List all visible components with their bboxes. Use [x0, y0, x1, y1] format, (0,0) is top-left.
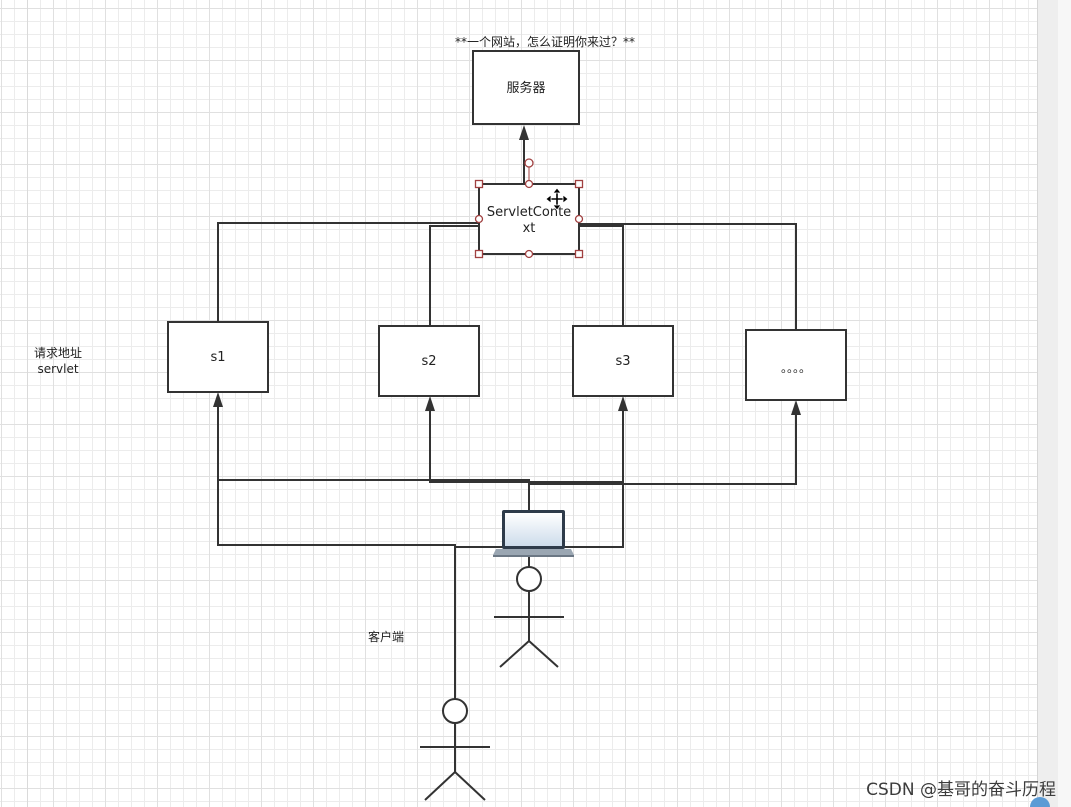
- node-s1[interactable]: s1: [167, 321, 269, 393]
- node-server[interactable]: 服务器: [472, 50, 580, 125]
- diagram-title[interactable]: **一个网站，怎么证明你来过？**: [455, 34, 635, 49]
- node-s2[interactable]: s2: [378, 325, 480, 397]
- resize-handle-nw[interactable]: [474, 179, 484, 189]
- node-box: [745, 329, 847, 401]
- node-box: [472, 50, 580, 125]
- node-label: s2: [421, 354, 436, 369]
- actor-head: [442, 698, 468, 724]
- node-label-line-2: xt: [523, 221, 536, 236]
- resize-handle-e[interactable]: [574, 214, 584, 224]
- edge-servletcontext-to-more[interactable]: [579, 223, 797, 330]
- right-scroll-gutter[interactable]: [1037, 0, 1058, 807]
- arrowhead-s1: [213, 392, 223, 407]
- node-s3[interactable]: s3: [572, 325, 674, 397]
- label-line-2: servlet: [37, 362, 78, 376]
- node-label: 服务器: [506, 80, 545, 96]
- edge-laptop-to-s3[interactable]: [528, 410, 624, 510]
- actor-body: [420, 723, 490, 801]
- resize-handle-w[interactable]: [474, 214, 484, 224]
- watermark: CSDN @基哥的奋斗历程: [866, 780, 1056, 800]
- label-request-address[interactable]: 请求地址 servlet: [34, 346, 82, 376]
- resize-handle-ne[interactable]: [574, 179, 584, 189]
- arrowhead-s3: [618, 396, 628, 411]
- edge-servletcontext-to-server[interactable]: [519, 125, 529, 184]
- arrowhead: [519, 125, 529, 140]
- node-box: [572, 325, 674, 397]
- edge-client-to-s1[interactable]: [217, 406, 456, 699]
- resize-handle-s[interactable]: [524, 249, 534, 259]
- selection-handles[interactable]: [474, 158, 584, 259]
- edge-laptop-to-more[interactable]: [528, 414, 797, 510]
- page-border: [27, 0, 28, 807]
- node-label: 。。。。: [781, 361, 811, 375]
- label-client[interactable]: 客户端: [368, 629, 404, 644]
- arrowhead-s2: [425, 396, 435, 411]
- edge-servletcontext-to-s3[interactable]: [579, 225, 624, 326]
- label-line-1: 请求地址: [34, 346, 82, 360]
- actor-icon-upper[interactable]: [494, 557, 564, 668]
- actor-body: [494, 591, 564, 668]
- rotate-handle[interactable]: [524, 158, 534, 168]
- move-cursor-icon: [545, 187, 569, 211]
- node-more[interactable]: 。。。。: [745, 329, 847, 401]
- node-label-line-1: ServletConte: [487, 205, 571, 220]
- resize-handle-n[interactable]: [524, 179, 534, 189]
- resize-handle-sw[interactable]: [474, 249, 484, 259]
- resize-handle-se[interactable]: [574, 249, 584, 259]
- corner-badge: [1030, 797, 1050, 807]
- laptop-icon[interactable]: [493, 510, 574, 557]
- edge-servletcontext-to-s2[interactable]: [429, 225, 479, 326]
- actor-head: [516, 566, 542, 592]
- node-servletcontext[interactable]: ServletConte xt: [478, 183, 580, 255]
- edge-laptop-to-s1[interactable]: [217, 406, 530, 510]
- node-label: s1: [210, 350, 225, 365]
- node-label: s3: [615, 354, 630, 369]
- node-box: [167, 321, 269, 393]
- edge-servletcontext-to-s1[interactable]: [217, 222, 479, 322]
- right-edge: [1058, 0, 1071, 807]
- edge-laptop-to-s2[interactable]: [429, 410, 530, 510]
- node-box: [378, 325, 480, 397]
- actor-icon-lower[interactable]: [420, 698, 490, 801]
- arrowhead-more: [791, 400, 801, 415]
